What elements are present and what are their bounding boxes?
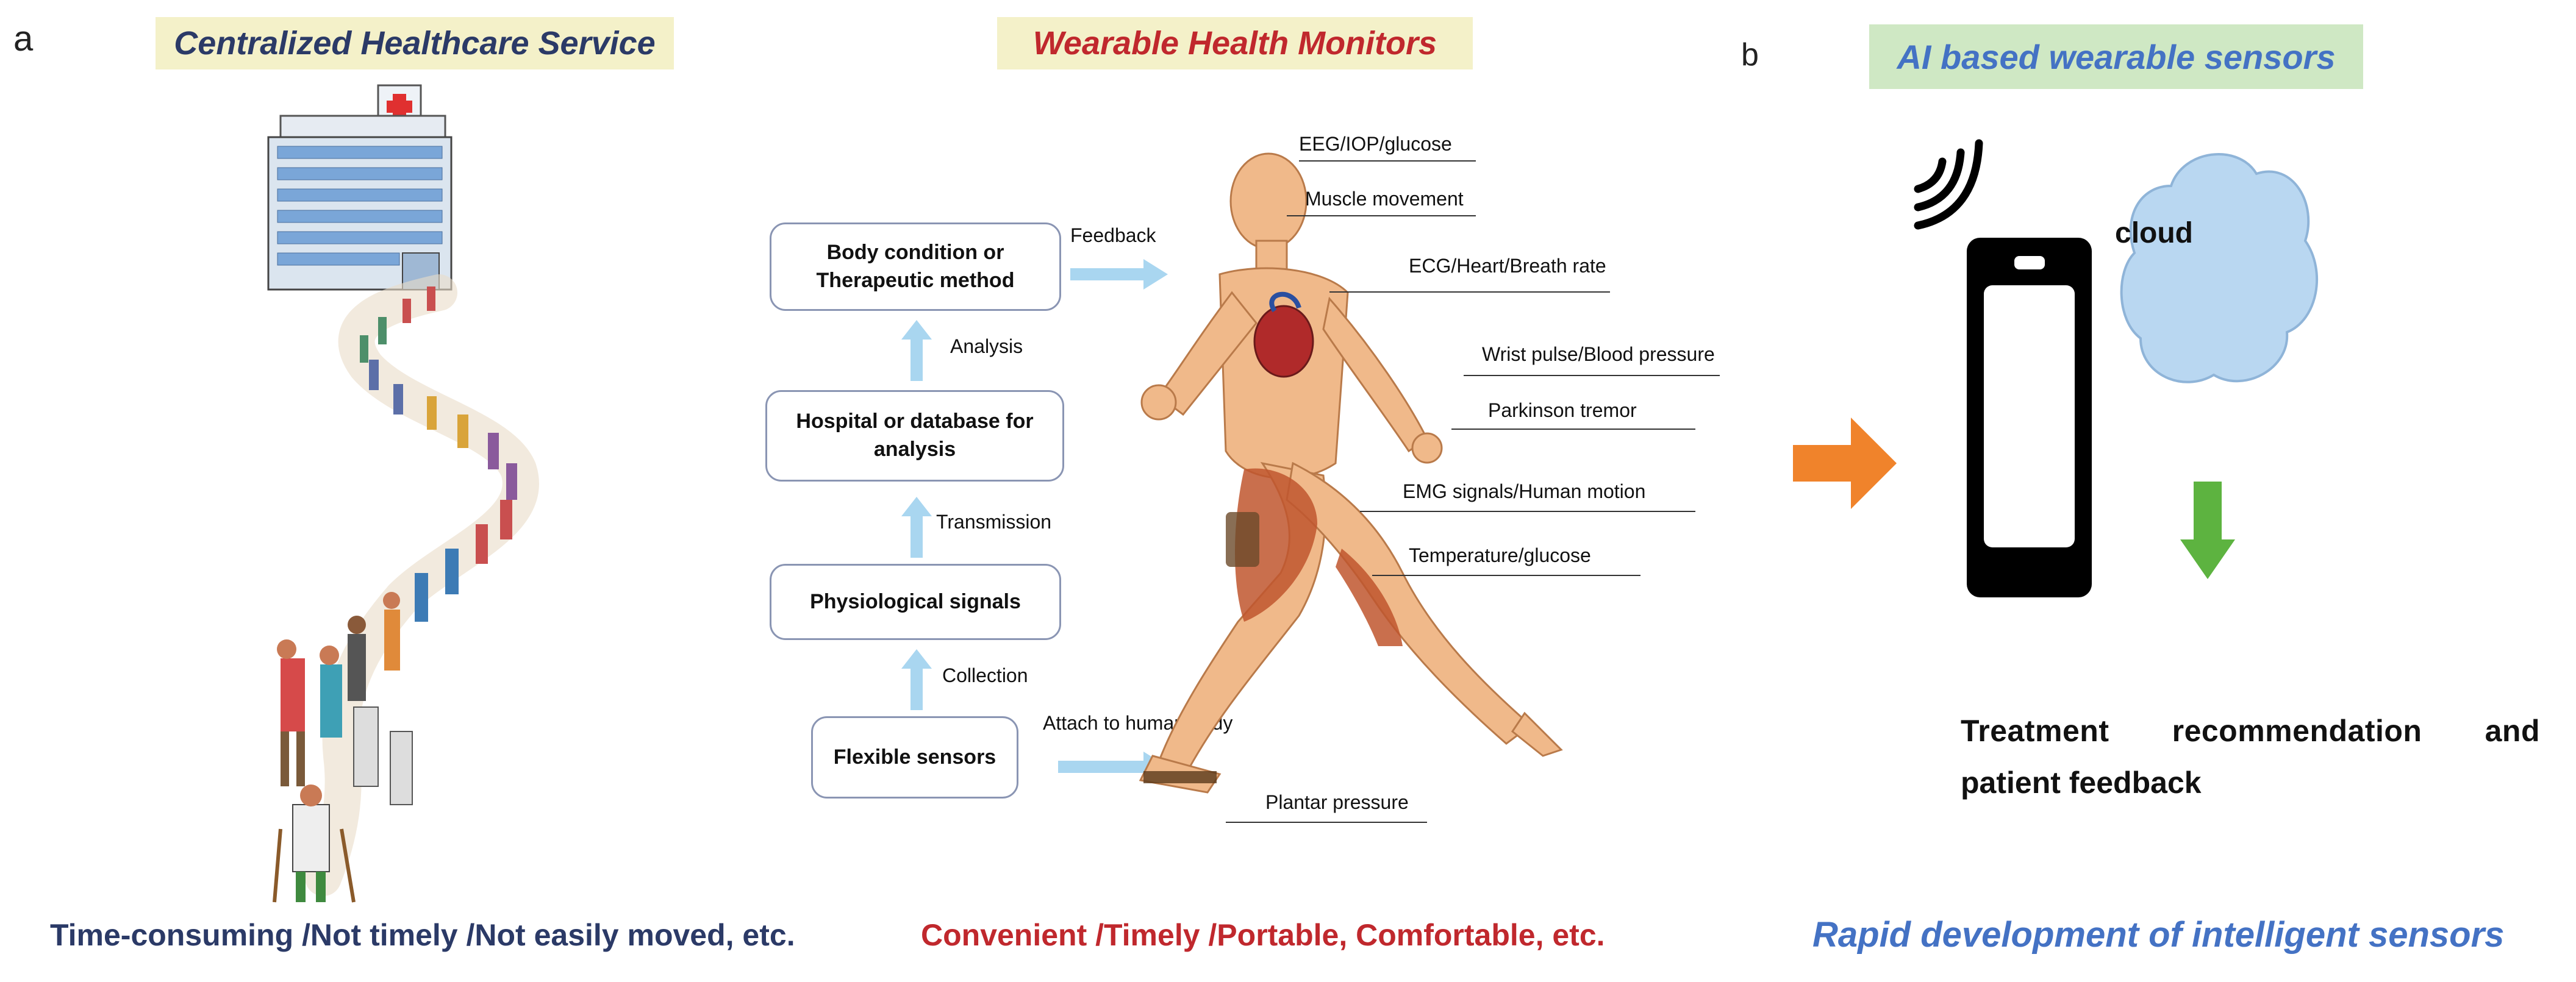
label-parkinson-tremor: Parkinson tremor <box>1488 399 1637 421</box>
label-eeg-iop-glucose: EEG/IOP/glucose <box>1299 133 1452 155</box>
leader-eeg <box>1299 160 1476 162</box>
patient-queue-illustration <box>273 274 539 903</box>
flow-label-transmission: Transmission <box>936 511 1052 533</box>
leader-muscle <box>1287 215 1476 216</box>
flow-label-analysis: Analysis <box>950 335 1023 357</box>
flow-arrow-feedback <box>1070 259 1168 290</box>
running-human-illustration <box>1139 152 1563 794</box>
panel-a-letter: a <box>13 19 34 59</box>
flow-arrow-collection <box>901 649 932 710</box>
leader-temperature <box>1372 575 1640 576</box>
label-ecg-heart-breath: ECG/Heart/Breath rate <box>1409 255 1606 277</box>
orange-arrow-icon <box>1793 418 1897 509</box>
leg-sensor-patch <box>1226 512 1259 567</box>
wireless-signal-icon <box>1914 139 1983 230</box>
wearable-benefits-caption: Convenient /Timely /Portable, Comfortabl… <box>921 918 1605 952</box>
panel-b-letter: b <box>1741 37 1759 73</box>
smartphone-icon <box>1967 238 2092 597</box>
hospital-illustration <box>267 84 453 291</box>
flow-label-collection: Collection <box>942 664 1028 686</box>
queue-people <box>273 286 517 903</box>
label-plantar-pressure: Plantar pressure <box>1265 791 1409 813</box>
leader-plantar <box>1226 822 1427 823</box>
heart-organ <box>1253 291 1314 378</box>
ai-wearable-sensors-banner: AI based wearable sensors <box>1869 24 2363 89</box>
label-temperature-glucose: Temperature/glucose <box>1409 544 1591 566</box>
thigh-muscle <box>1235 468 1403 646</box>
cloud-icon <box>2120 153 2318 383</box>
flow-arrow-transmission <box>901 497 932 558</box>
rapid-development-caption: Rapid development of intelligent sensors <box>1812 915 2505 955</box>
flow-box-body-condition: Body condition or Therapeutic method <box>770 222 1061 311</box>
flow-arrow-analysis <box>901 320 932 381</box>
leader-parkinson <box>1451 429 1695 430</box>
green-down-arrow-icon <box>2180 482 2235 579</box>
flow-label-feedback: Feedback <box>1070 224 1156 246</box>
label-muscle-movement: Muscle movement <box>1305 188 1464 210</box>
flow-box-physiological-signals: Physiological signals <box>770 564 1061 640</box>
centralized-drawbacks-caption: Time-consuming /Not timely /Not easily m… <box>50 918 795 952</box>
leader-ecg <box>1329 291 1610 293</box>
label-emg-human-motion: EMG signals/Human motion <box>1403 480 1646 502</box>
foot-sensor-insole <box>1143 771 1217 783</box>
flow-box-hospital-database: Hospital or database for analysis <box>765 390 1064 482</box>
flow-arrow-attach <box>1058 752 1168 782</box>
flow-box-flexible-sensors: Flexible sensors <box>811 716 1018 799</box>
leader-emg <box>1360 511 1695 512</box>
wearable-health-monitors-banner: Wearable Health Monitors <box>997 17 1473 69</box>
leader-wrist <box>1464 375 1720 376</box>
treatment-text-line1: Treatment recommendation and <box>1961 714 2540 748</box>
cloud-label: cloud <box>2115 217 2193 249</box>
label-wrist-pulse-bp: Wrist pulse/Blood pressure <box>1482 343 1715 365</box>
treatment-text-line2: patient feedback <box>1961 766 2202 800</box>
centralized-healthcare-banner: Centralized Healthcare Service <box>156 17 674 69</box>
